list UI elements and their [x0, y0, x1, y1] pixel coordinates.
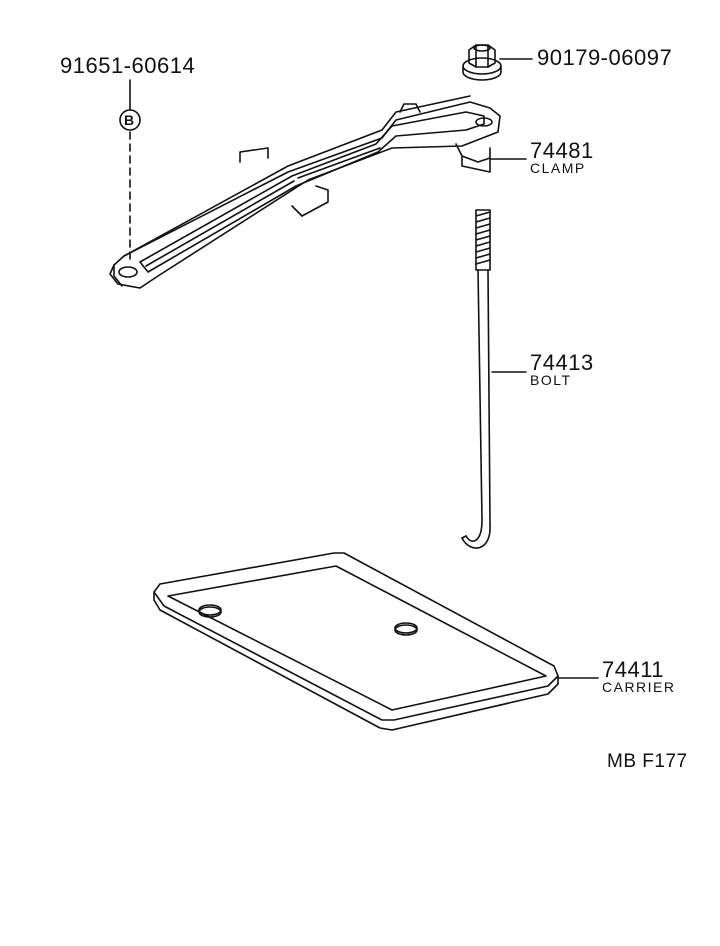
- flange-nut-part: [463, 45, 501, 80]
- part-name-clamp: CLAMP: [530, 160, 586, 176]
- symbol-b-circle: [120, 110, 140, 130]
- battery-carrier-part: [154, 553, 558, 730]
- part-number-91651-60614: 91651-60614: [60, 53, 196, 78]
- part-name-carrier: CARRIER: [602, 679, 676, 695]
- part-number-74481: 74481: [530, 138, 594, 163]
- part-number-74413: 74413: [530, 350, 594, 375]
- clamp-part: [110, 96, 500, 288]
- part-name-bolt: BOLT: [530, 372, 572, 388]
- diagram-reference-code: MB F177: [607, 751, 688, 772]
- symbol-b-label: B: [124, 112, 135, 128]
- j-bolt-part: [462, 210, 490, 548]
- part-number-74411: 74411: [602, 657, 665, 682]
- part-number-90179-06097: 90179-06097: [537, 45, 673, 70]
